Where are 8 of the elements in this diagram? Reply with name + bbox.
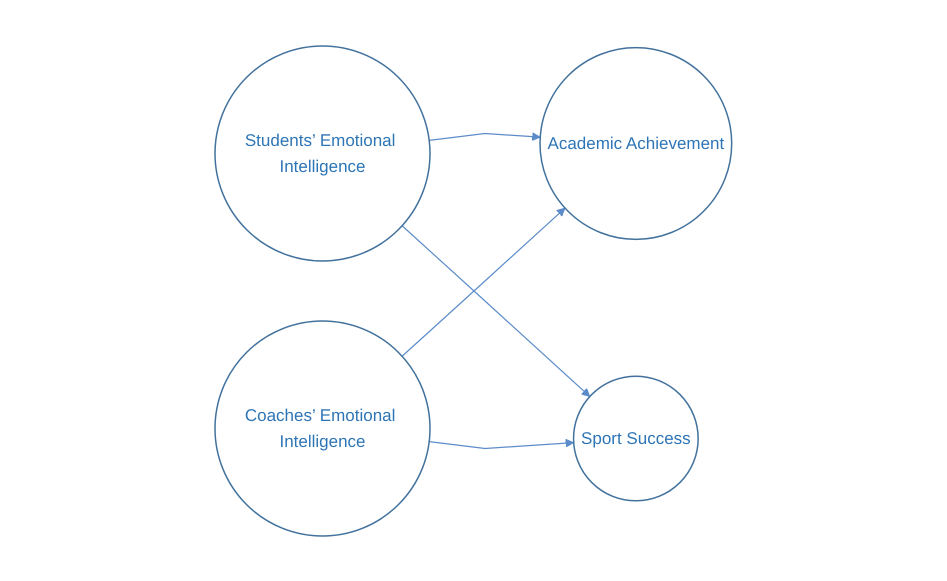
arrow <box>429 132 541 141</box>
node-circle: Coaches’ Emotional Intelligence <box>214 320 431 536</box>
node-circle: Students’ Emotional Intelligence <box>214 44 431 262</box>
arrow <box>402 207 566 356</box>
node-circle: Academic Achievement <box>539 46 733 240</box>
arrow <box>429 438 574 449</box>
node-circle: Sport Success <box>572 374 700 502</box>
arrow <box>402 224 590 396</box>
